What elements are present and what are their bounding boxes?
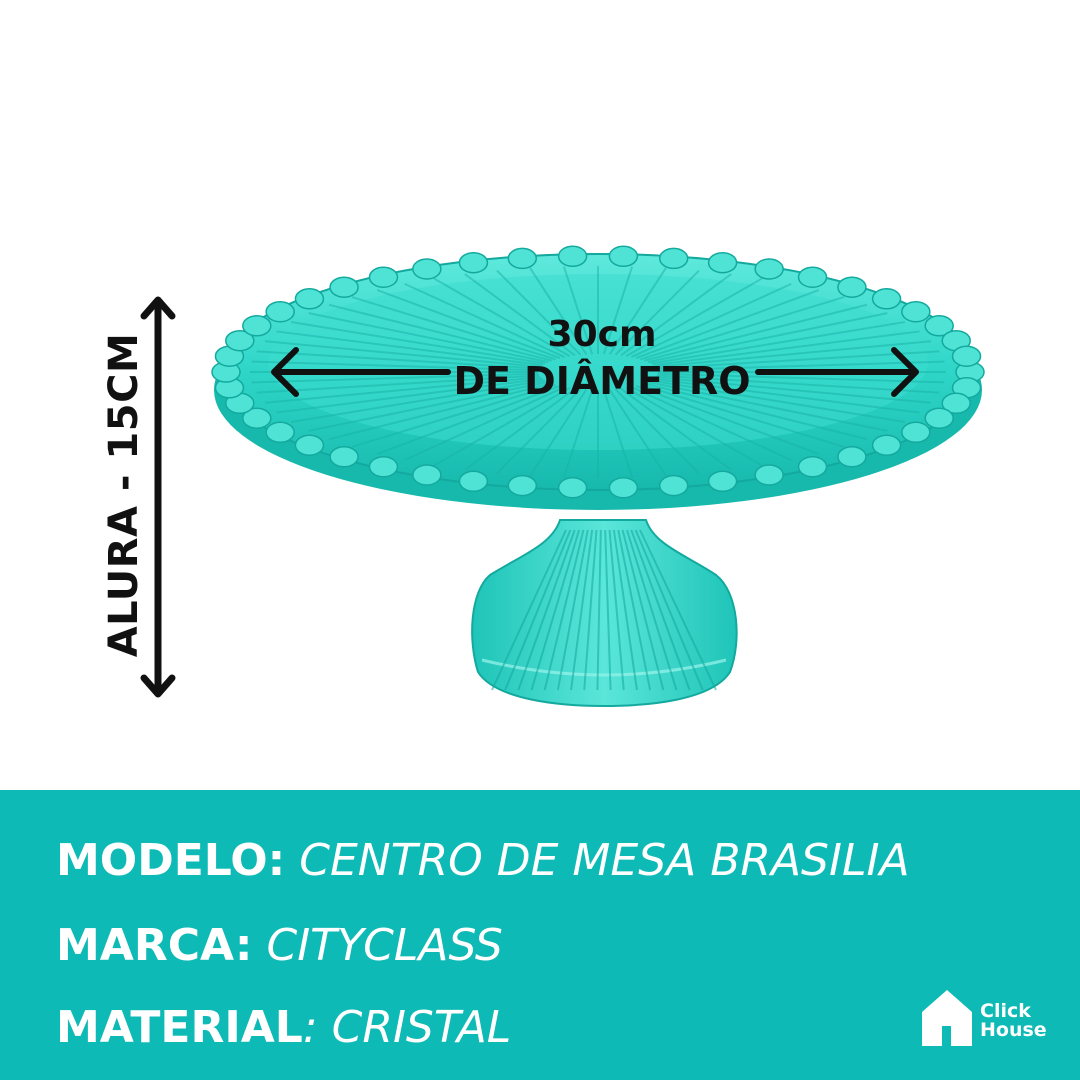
cake-stand-illustration xyxy=(140,245,985,708)
brand-wordmark: Click House xyxy=(980,1002,1047,1040)
diameter-label: 30cm DE DIÂMETRO xyxy=(453,312,750,404)
diameter-caption: DE DIÂMETRO xyxy=(453,359,751,403)
spec-key-material: MATERIAL xyxy=(56,1002,303,1053)
spec-key-model: MODELO: xyxy=(56,835,286,886)
diameter-value: 30cm xyxy=(547,314,657,355)
spec-row-brand: MARCA: CITYCLASS xyxy=(56,920,503,971)
brand-line-2: House xyxy=(980,1019,1047,1041)
spec-row-model: MODELO: CENTRO DE MESA BRASILIA xyxy=(56,835,910,886)
spec-value-brand: CITYCLASS xyxy=(266,920,503,971)
spec-row-material: MATERIAL: CRISTAL xyxy=(56,1002,511,1053)
specs-band: MODELO: CENTRO DE MESA BRASILIA MARCA: CIT… xyxy=(0,790,1080,1080)
spec-key-brand: MARCA: xyxy=(56,920,253,971)
height-arrow xyxy=(140,296,176,698)
stand-foot xyxy=(471,519,738,708)
click-house-logo: Click House xyxy=(918,986,1058,1052)
brand-line-1: Click xyxy=(980,1000,1031,1022)
height-label: ALURA - 15CM xyxy=(101,332,147,658)
stand-plate xyxy=(211,245,985,510)
spec-value-model: CENTRO DE MESA BRASILIA xyxy=(299,835,910,886)
product-image-area: ALURA - 15CM 30cm DE DIÂMETRO xyxy=(101,245,985,708)
spec-value-material: : CRISTAL xyxy=(302,1002,512,1053)
house-icon xyxy=(922,990,972,1046)
diameter-arrow xyxy=(271,347,919,397)
